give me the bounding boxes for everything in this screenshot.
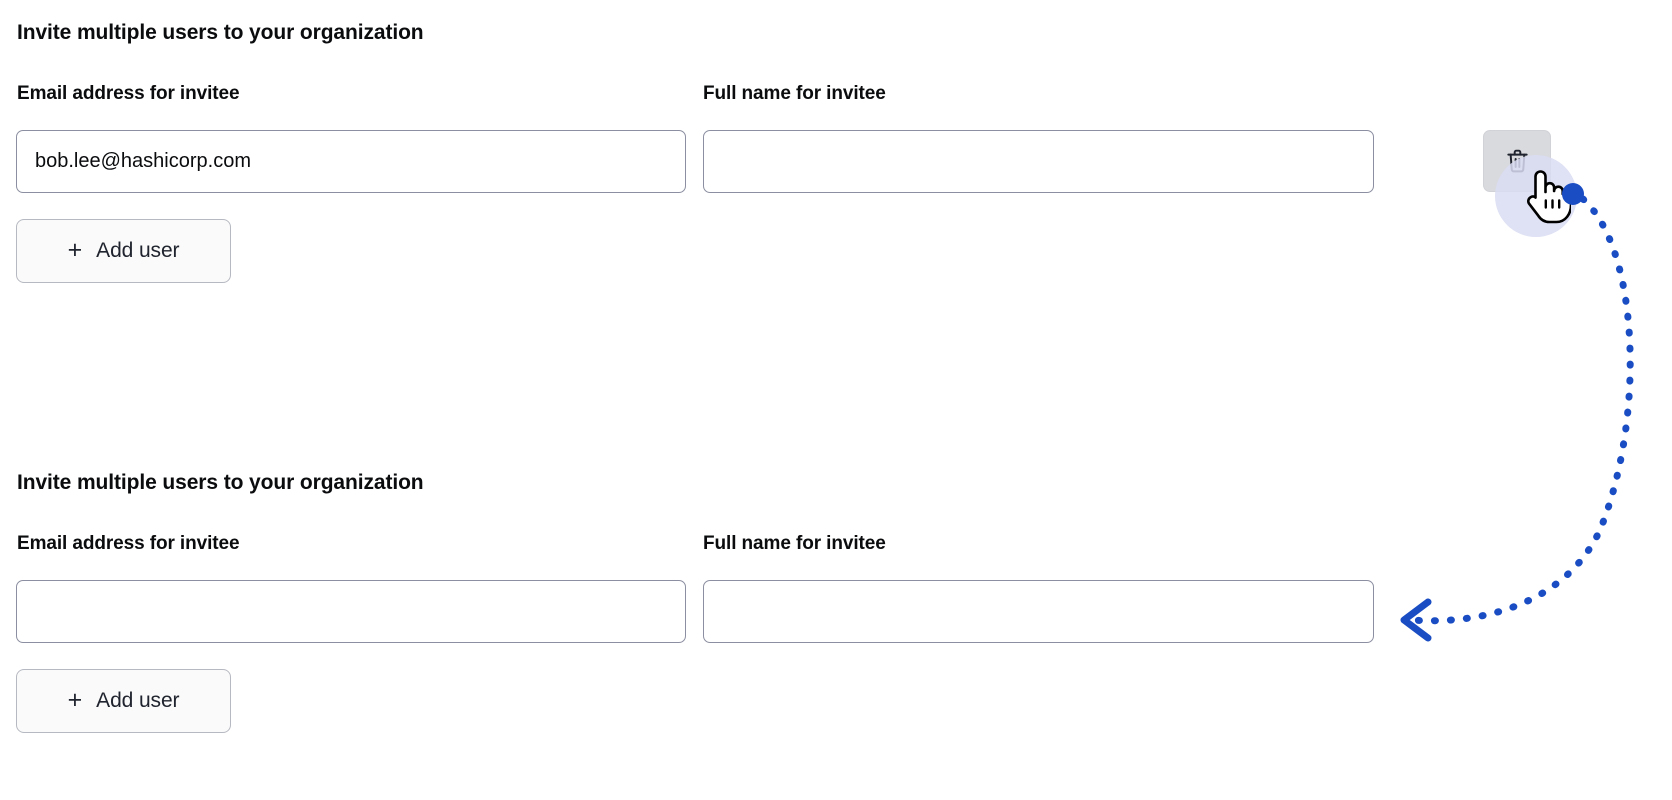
- plus-icon: +: [67, 685, 83, 714]
- section-title: Invite multiple users to your organizati…: [17, 471, 424, 494]
- email-input[interactable]: [16, 130, 686, 193]
- name-field-label: Full name for invitee: [703, 83, 886, 104]
- add-user-label: Add user: [96, 689, 180, 712]
- arrow-head-icon: [1400, 598, 1432, 642]
- section-title: Invite multiple users to your organizati…: [17, 21, 424, 44]
- add-user-label: Add user: [96, 239, 180, 262]
- trash-icon: [1505, 148, 1530, 175]
- email-input[interactable]: [16, 580, 686, 643]
- add-user-button[interactable]: + Add user: [16, 219, 231, 283]
- add-user-button[interactable]: + Add user: [16, 669, 231, 733]
- email-field-label: Email address for invitee: [17, 533, 240, 554]
- delete-row-button[interactable]: [1483, 130, 1551, 192]
- arrow-dotted-path: [1408, 195, 1634, 625]
- email-field-label: Email address for invitee: [17, 83, 240, 104]
- plus-icon: +: [67, 235, 83, 264]
- arrow-start-dot: [1562, 183, 1584, 205]
- full-name-input[interactable]: [703, 580, 1374, 643]
- full-name-input[interactable]: [703, 130, 1374, 193]
- name-field-label: Full name for invitee: [703, 533, 886, 554]
